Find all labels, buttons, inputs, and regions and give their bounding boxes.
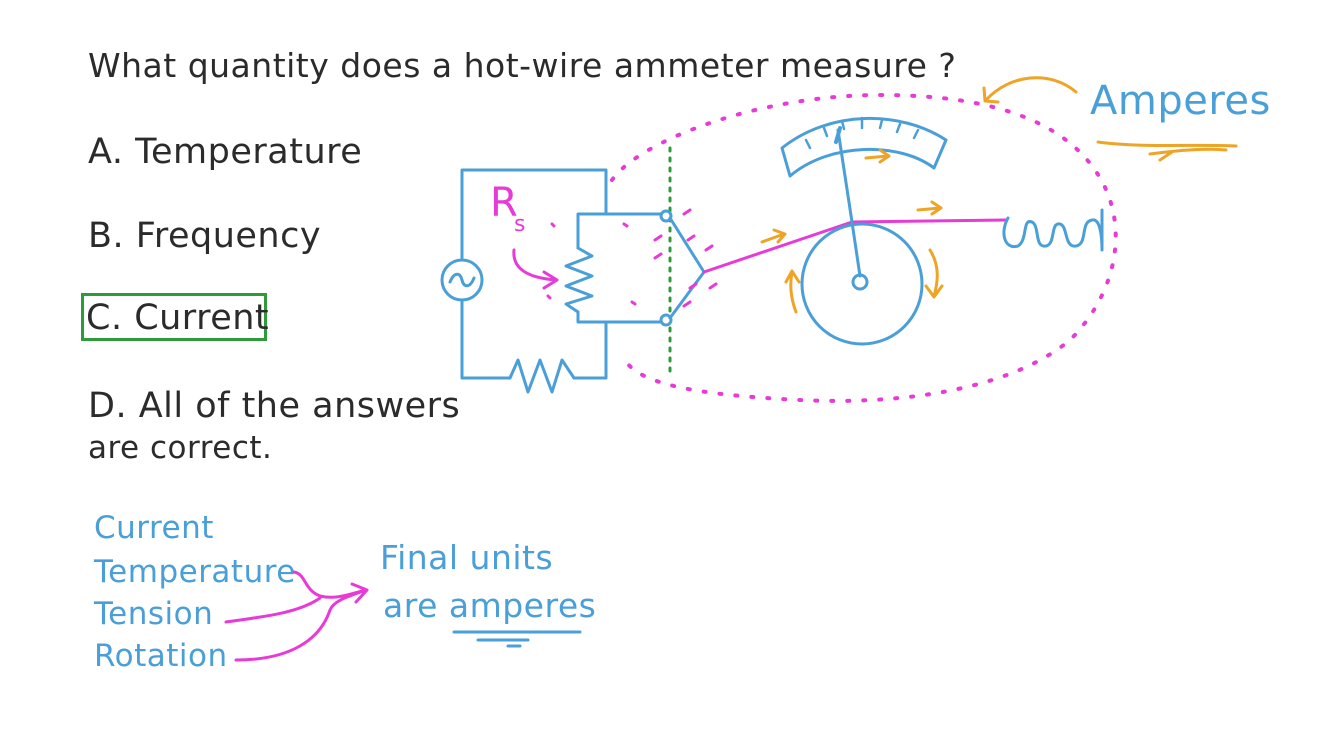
converging-arrowhead (350, 582, 369, 604)
amperes-underline (1096, 140, 1238, 162)
selected-answer-box (81, 293, 267, 341)
resistor-label-main: R (490, 180, 519, 226)
wheel-arrow-left (784, 269, 801, 314)
conclusion-line-1: Final units (380, 538, 554, 577)
amperes-label: Amperes (1090, 78, 1271, 124)
conclusion-underline (452, 630, 582, 648)
pulley-wheel (800, 222, 924, 346)
note-tension: Tension (94, 596, 214, 632)
amperes-curved-arrow (982, 76, 1078, 104)
scale-arrow (864, 148, 891, 164)
series-resistor (508, 358, 576, 394)
arrow-from-tension (224, 596, 322, 624)
shunt-resistor-icon (564, 246, 594, 314)
ac-wave-icon (448, 272, 476, 288)
rs-pointer-arrowhead (542, 270, 559, 290)
resistor-label-subscript: s (514, 212, 526, 237)
terminal-top-icon (659, 209, 673, 223)
heat-marks (653, 208, 718, 308)
spring-icon (1002, 208, 1104, 252)
conclusion-line-2: are amperes (383, 586, 596, 625)
note-current: Current (94, 510, 214, 546)
option-c[interactable]: C. Current (86, 298, 270, 338)
ac-source-icon (440, 258, 484, 302)
circuit-outer-loop (460, 168, 608, 380)
wire-arrow-up (760, 228, 787, 244)
conclusion-emphasis: amperes (448, 586, 597, 625)
pointer-needle (836, 128, 862, 278)
rs-pointer-arrow (512, 248, 558, 282)
meter-scale (780, 117, 948, 178)
note-rotation: Rotation (94, 638, 228, 674)
wire-arrow-right (916, 200, 943, 216)
heat-marks-dots (546, 222, 637, 306)
resistor-label: R (490, 180, 518, 226)
option-b[interactable]: B. Frequency (88, 216, 322, 256)
conclusion-prefix: are (383, 586, 449, 625)
scale-ticks (804, 116, 920, 150)
option-d-continuation: are correct. (88, 430, 273, 466)
note-temperature: Temperature (94, 554, 296, 590)
meter-housing-outline (610, 93, 1118, 403)
wheel-arrow-right (924, 248, 944, 299)
needle-tip (834, 126, 842, 144)
question-text: What quantity does a hot-wire ammeter me… (88, 46, 957, 85)
option-a[interactable]: A. Temperature (88, 132, 363, 172)
shunt-branch (576, 212, 666, 324)
arrow-from-rotation (234, 588, 368, 662)
terminal-bottom-icon (659, 313, 673, 327)
option-d[interactable]: D. All of the answers (88, 386, 461, 426)
